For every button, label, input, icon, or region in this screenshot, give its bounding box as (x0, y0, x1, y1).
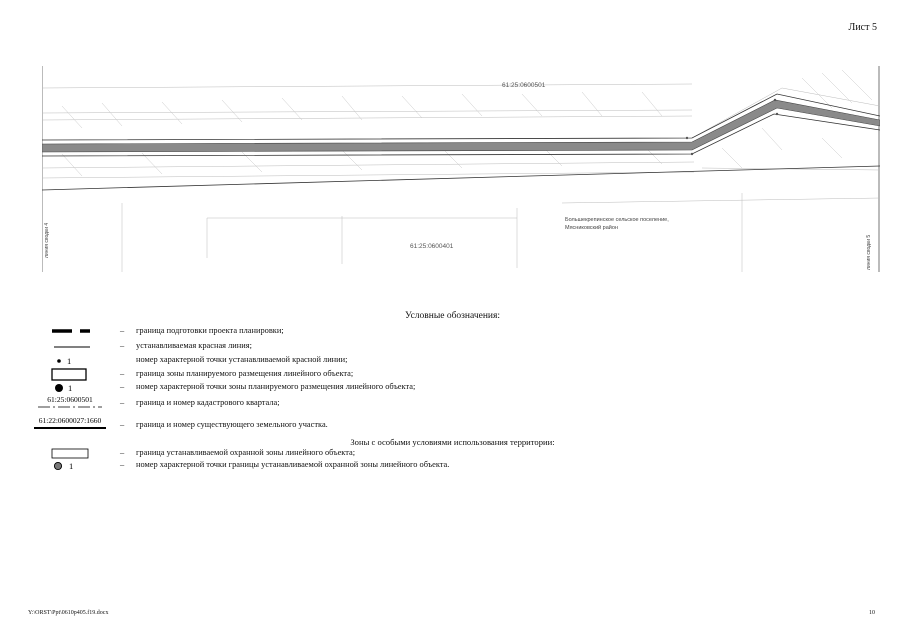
legend-dash: – (120, 460, 125, 469)
legend-dash: – (120, 448, 125, 457)
dot-number-symbol: 1 (57, 356, 71, 366)
legend-text: граница и номер существующего земельного… (136, 420, 328, 429)
thick-dashed-line-symbol (52, 329, 90, 333)
rectangle-symbol (51, 368, 87, 381)
legend-row-land-parcel: 61:22:0600027:1660 – граница и номер сущ… (28, 415, 748, 435)
red-lines (42, 93, 880, 191)
legend-title: Условные обозначения: (404, 311, 500, 321)
legend-row-zone-point: 1 – номер характерной точки зоны планиру… (28, 381, 748, 395)
footer-file-path: Y:\ORST\Ppt\0610p405.f19.docx (28, 610, 109, 616)
thin-line-symbol (54, 346, 90, 348)
legend-row-zone-boundary: – граница зоны планируемого размещения л… (28, 368, 748, 382)
legend-text: граница и номер кадастрового квартала; (136, 398, 280, 407)
symbol-number: 1 (69, 461, 73, 471)
sheet-number: Лист 5 (848, 22, 877, 33)
legend-text: номер характерной точки устанавливаемой … (136, 355, 348, 364)
symbol-parcel-number: 61:22:0600027:1660 (39, 416, 102, 425)
parcel-label-symbol: 61:22:0600027:1660 (34, 416, 106, 429)
legend-row-project-boundary: – граница подготовки проекта планировки; (28, 325, 748, 339)
legend-dash: – (120, 369, 125, 378)
quarter-label-top: 61:25:0600501 (502, 82, 546, 89)
planned-zone-band (42, 99, 880, 153)
settlement-label-1: Большекрепинское сельское поселение, (565, 217, 669, 223)
settlement-label-2: Мясниковский район (565, 224, 618, 231)
legend-text: граница зоны планируемого размещения лин… (136, 369, 354, 378)
legend-text: устанавливаемая красная линия; (136, 341, 252, 350)
legend-row-red-line: – устанавливаемая красная линия; (28, 340, 748, 354)
quarter-label-bottom: 61:25:0600401 (410, 243, 454, 250)
legend-dash: – (120, 326, 125, 335)
legend-dash: – (120, 341, 125, 350)
legend-text: номер характерной точки границы устанавл… (136, 460, 450, 469)
rectangle-thin-symbol (51, 448, 89, 459)
symbol-quarter-number: 61:25:0600501 (47, 395, 93, 404)
legend-dash: – (120, 382, 125, 391)
legend-row-protection-zone-point: 1 – номер характерной точки границы уста… (28, 459, 748, 473)
footer-page-number: 10 (869, 610, 875, 616)
quarter-label-symbol: 61:25:0600501 (38, 395, 102, 408)
legend-text: граница подготовки проекта планировки; (136, 326, 284, 335)
zones-title: Зоны с особыми условиями использования т… (350, 437, 555, 447)
cadastral-lines (42, 83, 880, 272)
legend-dash: – (120, 398, 125, 407)
legend-text: граница устанавливаемой охранной зоны ли… (136, 448, 356, 457)
right-vertical-label: линия сводки 5 (866, 235, 872, 270)
legend-row-protection-zone: – граница устанавливаемой охранной зоны … (28, 447, 748, 461)
grey-dot-number-symbol: 1 (53, 461, 73, 471)
point-markers (685, 98, 779, 156)
legend-dash: – (120, 420, 125, 429)
legend-row-red-line-point: 1 номер характерной точки устанавливаемо… (28, 354, 748, 368)
symbol-number: 1 (68, 383, 72, 393)
big-dot-number-symbol: 1 (55, 383, 72, 393)
left-vertical-label: линия сводки 4 (44, 223, 50, 258)
symbol-number: 1 (67, 356, 71, 366)
legend-text: номер характерной точки зоны планируемог… (136, 382, 416, 391)
map-drawing: 61:25:0600501 61:25:0600401 Большекрепин… (42, 66, 880, 272)
legend-row-cadastral-quarter: 61:25:0600501 – граница и номер кадастро… (28, 394, 748, 414)
terrain-hatch (61, 69, 873, 177)
